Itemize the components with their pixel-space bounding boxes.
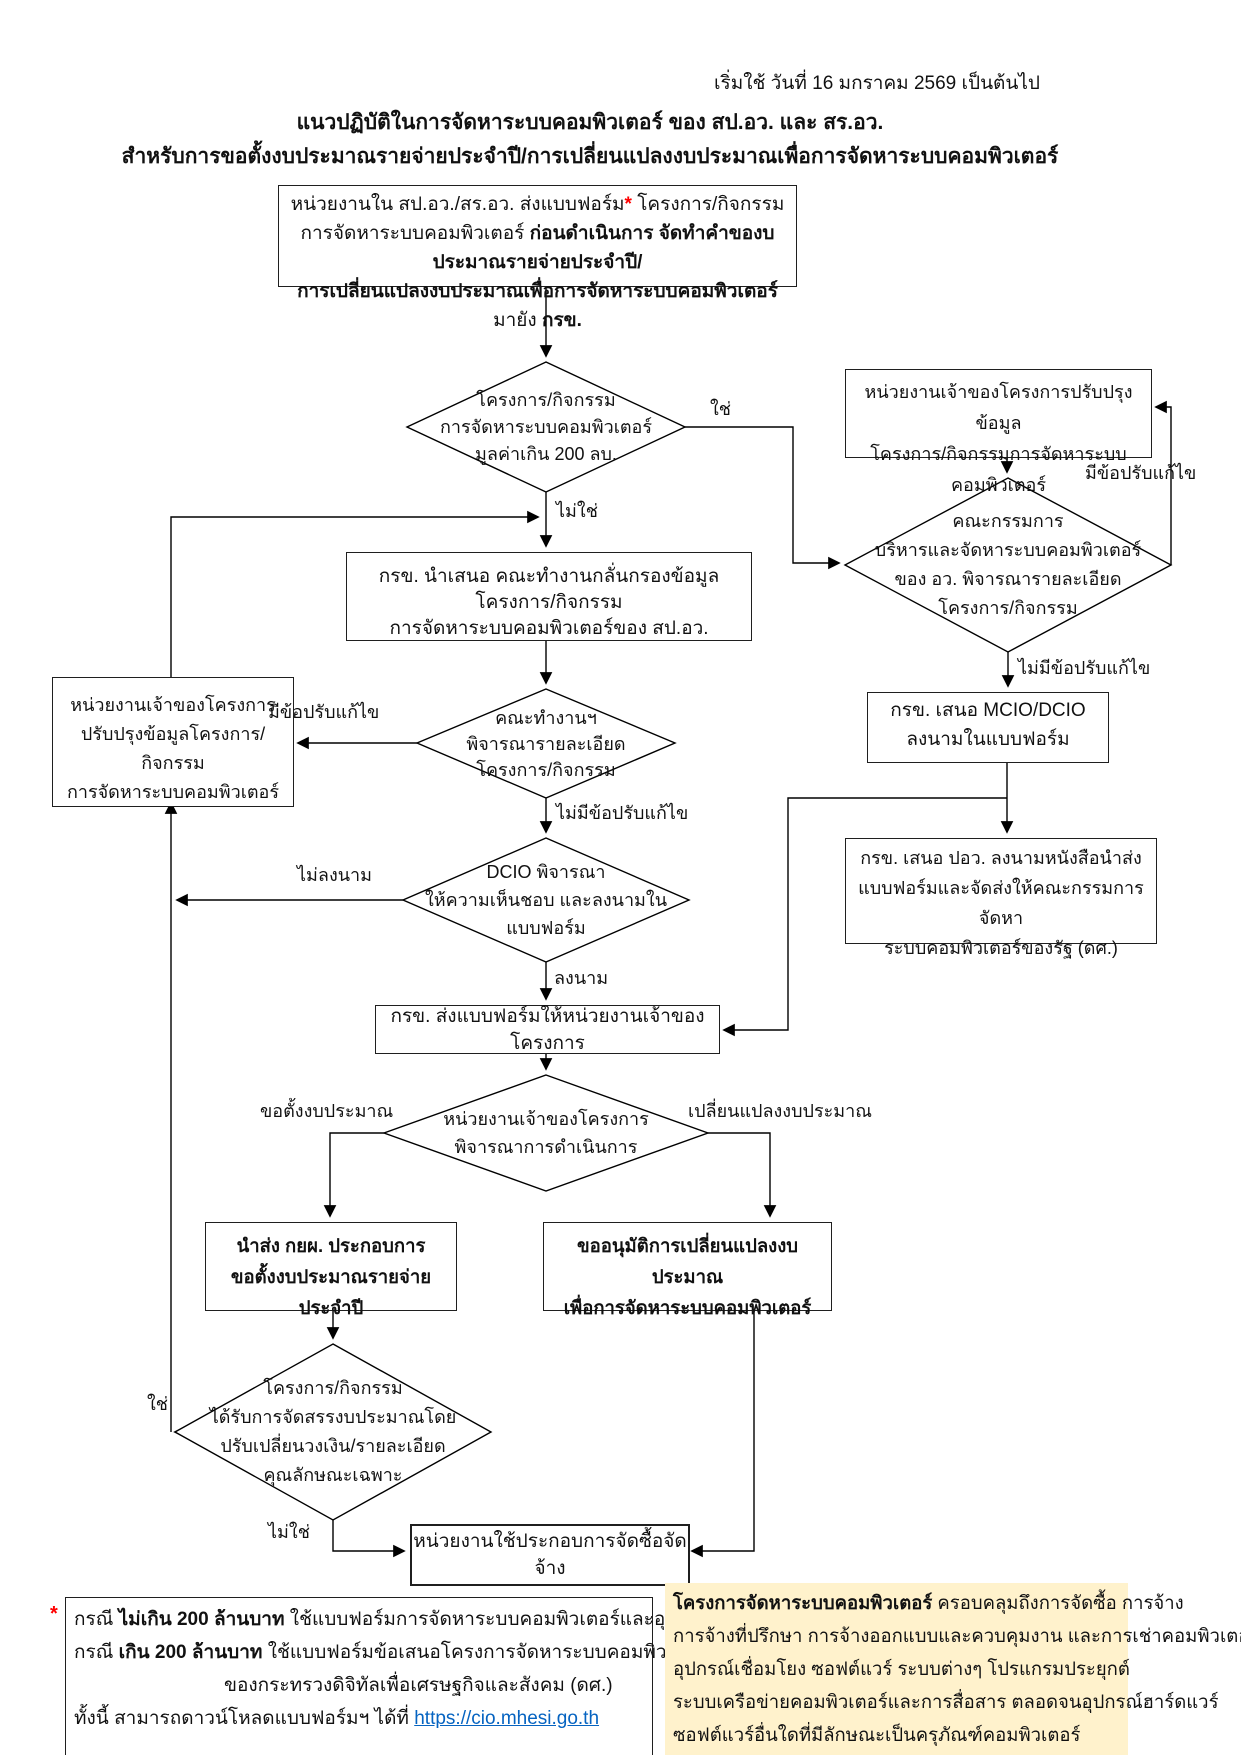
label-budget-request: ขอตั้งงบประมาณ (260, 1101, 394, 1121)
submit-line2: แบบฟอร์มและจัดส่งให้คณะกรรมการจัดหา (858, 878, 1144, 928)
footnote-line2: กรณี เกิน 200 ล้านบาท ใช้แบบฟอร์มข้อเสนอ… (74, 1642, 762, 1663)
ownerdecision-line1: หน่วยงานเจ้าของโครงการ (443, 1109, 649, 1129)
committee-line1: คณะกรรมการ (952, 511, 1064, 531)
start-box-line3: การเปลี่ยนแปลงงบประมาณเพื่อการจัดหาระบบค… (297, 281, 778, 331)
footnote-box: กรณี ไม่เกิน 200 ล้านบาท ใช้แบบฟอร์มการจ… (65, 1597, 856, 1755)
edge-committee-revision-loop (1154, 400, 1172, 565)
footnote-line4: ทั้งนี้ สามารถดาวน์โหลดแบบฟอร์มฯ ได้ที่ … (74, 1708, 600, 1729)
note-line5: ซอฟต์แวร์อื่นใดที่มีลักษณะเป็นครุภัณฑ์คอ… (673, 1724, 1081, 1745)
update-right-line2: โครงการ/กิจกรรมการจัดหาระบบคอมพิวเตอร์ (870, 444, 1127, 495)
label-sign: ลงนาม (554, 968, 609, 988)
definition-note: โครงการจัดหาระบบคอมพิวเตอร์ ครอบคลุมถึงก… (665, 1583, 1241, 1755)
workinggroup-diamond-text: คณะทำงานฯ พิจารณารายละเอียด โครงการ/กิจก… (426, 691, 666, 797)
allocation-diamond-shape (173, 1343, 493, 1521)
submit-line1: กรข. เสนอ ปอว. ลงนามหนังสือนำส่ง (860, 848, 1142, 868)
workinggroup-line1: คณะทำงานฯ (495, 708, 597, 728)
dcio-diamond-text: DCIO พิจารณา ให้ความเห็นชอบ และลงนามใน แ… (403, 840, 689, 960)
start-box-line1: หน่วยงานใน สป.อว./สร.อว. ส่งแบบฟอร์ม* โค… (290, 194, 785, 215)
footnote-line3: ของกระทรวงดิจิทัลเพื่อเศรษฐกิจและสังคม (… (224, 1675, 613, 1696)
mcio-sign-box: กรข. เสนอ MCIO/DCIO ลงนามในแบบฟอร์ม (867, 692, 1109, 763)
allocation-line3: ปรับเปลี่ยนวงเงิน/รายละเอียด (220, 1436, 446, 1456)
dcio-line1: DCIO พิจารณา (486, 862, 606, 882)
edge-owner-budget-request (323, 1132, 384, 1218)
allocation-diamond-text: โครงการ/กิจกรรม ได้รับการจัดสรรงบประมาณโ… (183, 1346, 483, 1518)
budget-change-box: ขออนุมัติการเปลี่ยนแปลงงบประมาณ เพื่อการ… (543, 1222, 832, 1318)
budget-change-line1: ขออนุมัติการเปลี่ยนแปลงงบประมาณ (577, 1235, 798, 1287)
update-project-box-right: หน่วยงานเจ้าของโครงการปรับปรุงข้อมูล โคร… (845, 369, 1152, 495)
download-link[interactable]: https://cio.mhesi.go.th (414, 1708, 600, 1729)
budget-request-line2: ขอตั้งงบประมาณรายจ่ายประจำปี (230, 1266, 432, 1318)
procurement-box: หน่วยงานใช้ประกอบการจัดซื้อจัดจ้าง (410, 1524, 690, 1586)
mcio-line2: ลงนามในแบบฟอร์ม (906, 729, 1070, 750)
label-no-over-200: ไม่ใช่ (556, 501, 598, 521)
committee-line3: ของ อว. พิจารณารายละเอียด (894, 569, 1122, 589)
mcio-line1: กรข. เสนอ MCIO/DCIO (890, 700, 1086, 721)
edge-owner-budget-change (708, 1132, 777, 1218)
note-line1: โครงการจัดหาระบบคอมพิวเตอร์ ครอบคลุมถึงก… (673, 1592, 1184, 1613)
edge-mcio-to-sendform (722, 797, 1007, 1037)
budget-request-line1: นำส่ง กยผ. ประกอบการ (236, 1235, 426, 1256)
update-left-line3: การจัดหาระบบคอมพิวเตอร์ (66, 782, 280, 802)
present-line1: กรข. นำเสนอ คณะทำงานกลั่นกรองข้อมูลโครงก… (378, 566, 720, 613)
edge-updateleft-rejoin (170, 510, 540, 677)
present-line2: การจัดหาระบบคอมพิวเตอร์ของ สป.อว. (389, 618, 709, 639)
note-line4: ระบบเครือข่ายคอมพิวเตอร์และการสื่อสาร ตล… (673, 1691, 1219, 1712)
start-box: หน่วยงานใน สป.อว./สร.อว. ส่งแบบฟอร์ม* โค… (278, 185, 797, 331)
decision1-diamond-text: โครงการ/กิจกรรม การจัดหาระบบคอมพิวเตอร์ … (406, 364, 686, 490)
footnote-asterisk: * (50, 1603, 58, 1625)
page-title-line1: แนวปฏิบัติในการจัดหาระบบคอมพิวเตอร์ ของ … (296, 111, 884, 134)
allocation-line1: โครงการ/กิจกรรม (263, 1378, 403, 1398)
workinggroup-line3: โครงการ/กิจกรรม (476, 760, 616, 780)
label-budget-change: เปลี่ยนแปลงงบประมาณ (688, 1101, 872, 1121)
update-left-line2: ปรับปรุงข้อมูลโครงการ/กิจกรรม (80, 724, 266, 773)
edge-decision1-yes (685, 426, 841, 570)
submit-to-dsa-box: กรข. เสนอ ปอว. ลงนามหนังสือนำส่ง แบบฟอร์… (845, 838, 1157, 958)
dcio-line3: แบบฟอร์ม (506, 918, 586, 938)
committee-diamond-shape (843, 477, 1173, 653)
procurement-line1: หน่วยงานใช้ประกอบการจัดซื้อจัดจ้าง (413, 1531, 687, 1579)
submit-line3: ระบบคอมพิวเตอร์ของรัฐ (ดศ.) (884, 938, 1118, 958)
allocation-line2: ได้รับการจัดสรรงบประมาณโดย (209, 1407, 457, 1427)
edge-change-to-procurement (690, 1302, 755, 1558)
send-form-box: กรข. ส่งแบบฟอร์มให้หน่วยงานเจ้าของโครงกา… (375, 1005, 720, 1054)
label-yes-over-200: ใช่ (710, 399, 732, 419)
label-no-revision-mid: ไม่มีข้อปรับแก้ไข (556, 803, 689, 823)
label-revision-mid: มีข้อปรับแก้ไข (268, 702, 380, 722)
update-right-line1: หน่วยงานเจ้าของโครงการปรับปรุงข้อมูล (864, 382, 1133, 433)
note-line3: อุปกรณ์เชื่อมโยง ซอฟต์แวร์ ระบบต่างๆ โปร… (673, 1658, 1130, 1679)
committee-diamond-text: คณะกรรมการ บริหารและจัดหาระบบคอมพิวเตอร์… (858, 480, 1158, 650)
ownerdecision-diamond-text: หน่วยงานเจ้าของโครงการ พิจารณาการดำเนินก… (396, 1077, 696, 1189)
ownerdecision-line2: พิจารณาการดำเนินการ (454, 1137, 638, 1157)
page-title-line2: สำหรับการขอตั้งงบประมาณรายจ่ายประจำปี/กา… (121, 145, 1059, 168)
decision1-line2: การจัดหาระบบคอมพิวเตอร์ (439, 416, 653, 437)
committee-line2: บริหารและจัดหาระบบคอมพิวเตอร์ (874, 540, 1142, 560)
committee-line4: โครงการ/กิจกรรม (938, 598, 1078, 618)
start-box-line2: การจัดหาระบบคอมพิวเตอร์ ก่อนดำเนินการ จั… (300, 223, 775, 273)
dcio-diamond-shape (401, 837, 691, 963)
ownerdecision-diamond-shape (381, 1074, 711, 1192)
footnote-line1: กรณี ไม่เกิน 200 ล้านบาท ใช้แบบฟอร์มการจ… (74, 1609, 856, 1630)
decision1-line1: โครงการ/กิจกรรม (476, 389, 616, 410)
dcio-line2: ให้ความเห็นชอบ และลงนามใน (424, 890, 668, 910)
edge-allocation-no (332, 1520, 406, 1558)
decision1-diamond-shape (405, 361, 687, 493)
note-line2: การจ้างที่ปรึกษา การจ้างออกแบบและควบคุมง… (673, 1625, 1241, 1646)
allocation-line4: คุณลักษณะเฉพาะ (263, 1465, 403, 1485)
label-yes-allocation: ใช่ (147, 1394, 169, 1414)
send-form-line1: กรข. ส่งแบบฟอร์มให้หน่วยงานเจ้าของโครงกา… (390, 1005, 705, 1054)
label-not-sign: ไม่ลงนาม (297, 865, 373, 885)
decision1-line3: มูลค่าเกิน 200 ลบ. (475, 443, 617, 464)
update-project-box-left: หน่วยงานเจ้าของโครงการ ปรับปรุงข้อมูลโคร… (52, 677, 294, 807)
label-revision-right: มีข้อปรับแก้ไข (1085, 463, 1197, 483)
budget-change-line2: เพื่อการจัดหาระบบคอมพิวเตอร์ (563, 1297, 812, 1318)
workinggroup-diamond-shape (415, 688, 677, 799)
label-no-revision-right: ไม่มีข้อปรับแก้ไข (1018, 658, 1151, 678)
effective-date: เริ่มใช้ วันที่ 16 มกราคม 2569 เป็นต้นไป (714, 73, 1040, 94)
present-workinggroup-box: กรข. นำเสนอ คณะทำงานกลั่นกรองข้อมูลโครงก… (346, 552, 752, 641)
label-no-allocation: ไม่ใช่ (268, 1522, 310, 1542)
workinggroup-line2: พิจารณารายละเอียด (466, 734, 626, 754)
budget-request-box: นำส่ง กยผ. ประกอบการ ขอตั้งงบประมาณรายจ่… (205, 1222, 457, 1318)
update-left-line1: หน่วยงานเจ้าของโครงการ (70, 695, 276, 715)
